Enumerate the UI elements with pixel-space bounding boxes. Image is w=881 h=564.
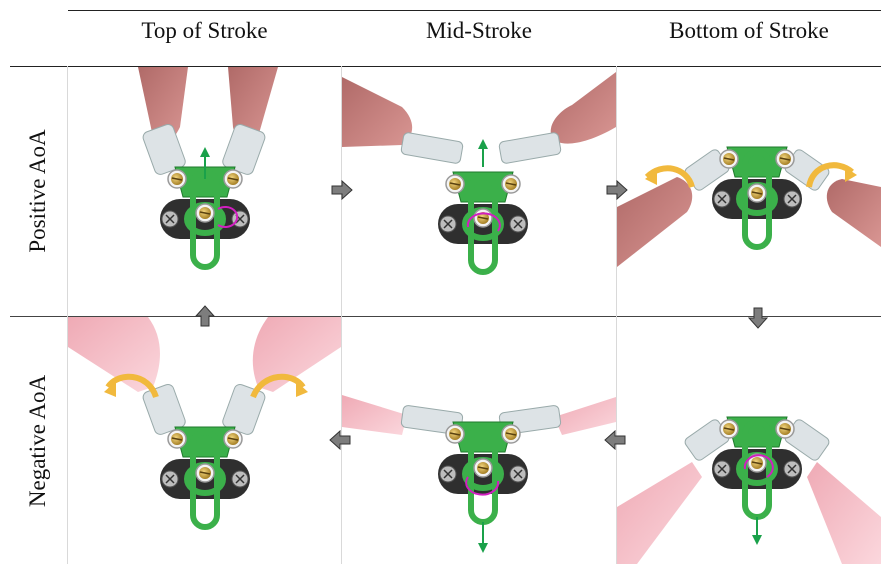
column-header-top-of-stroke: Top of Stroke — [68, 18, 341, 44]
header-top-rule — [68, 10, 881, 11]
sequence-arrow-left-2 — [328, 430, 352, 450]
sequence-arrow-up — [195, 304, 215, 328]
row-header-positive-aoa: Positive AoA — [25, 81, 51, 301]
column-header-mid-stroke: Mid-Stroke — [342, 18, 616, 44]
sequence-arrow-down — [748, 306, 768, 330]
column-header-bottom-of-stroke: Bottom of Stroke — [617, 18, 881, 44]
panel-positive-mid — [342, 67, 616, 316]
panel-positive-top — [68, 67, 341, 316]
sequence-arrow-left-1 — [603, 430, 627, 450]
panel-negative-top — [68, 317, 341, 564]
row-header-negative-aoa: Negative AoA — [25, 331, 51, 551]
panel-negative-bottom — [617, 317, 881, 564]
sequence-arrow-right-2 — [605, 180, 629, 200]
panel-positive-bottom — [617, 67, 881, 316]
sequence-arrow-right-1 — [330, 180, 354, 200]
panel-negative-mid — [342, 317, 616, 564]
